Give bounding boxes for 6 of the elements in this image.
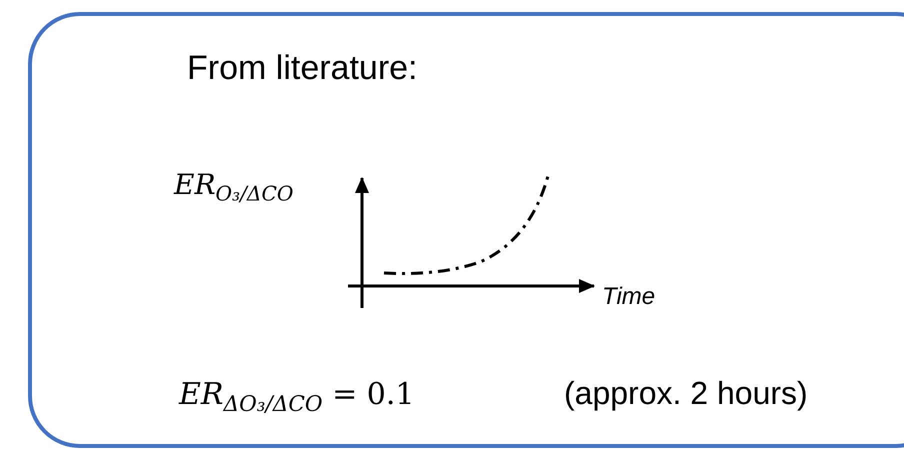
axis-label: Time (602, 284, 656, 310)
heading-text: From literature: (187, 50, 418, 88)
formula-text: ER$_{ΔO₃/ΔCO}$ = 0.1 (179, 378, 414, 417)
axis-label: ER$_{O₃/ΔCO}$ (174, 170, 294, 205)
rounded-panel (28, 12, 904, 448)
note-text: (approx. 2 hours) (564, 376, 808, 412)
